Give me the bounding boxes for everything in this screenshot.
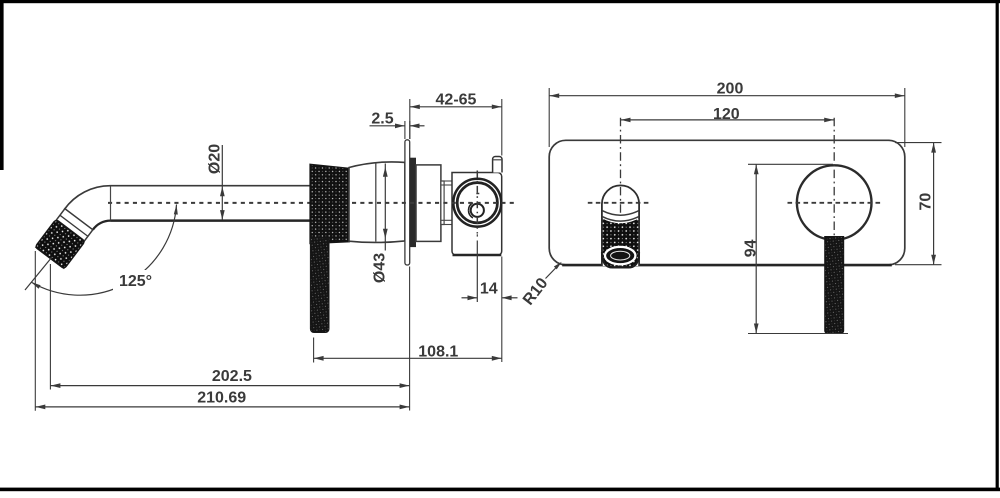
svg-text:42-65: 42-65 <box>436 91 477 108</box>
svg-text:108.1: 108.1 <box>418 343 458 360</box>
svg-text:210.69: 210.69 <box>197 389 246 406</box>
svg-text:2.5: 2.5 <box>371 110 393 127</box>
svg-text:202.5: 202.5 <box>212 368 252 385</box>
svg-text:125°: 125° <box>119 273 152 290</box>
svg-text:14: 14 <box>480 281 498 298</box>
svg-text:94: 94 <box>743 239 760 257</box>
svg-text:Ø43: Ø43 <box>372 253 389 283</box>
svg-text:Ø20: Ø20 <box>207 144 224 174</box>
svg-text:120: 120 <box>713 106 740 123</box>
svg-text:70: 70 <box>918 193 935 211</box>
svg-text:200: 200 <box>717 81 744 98</box>
